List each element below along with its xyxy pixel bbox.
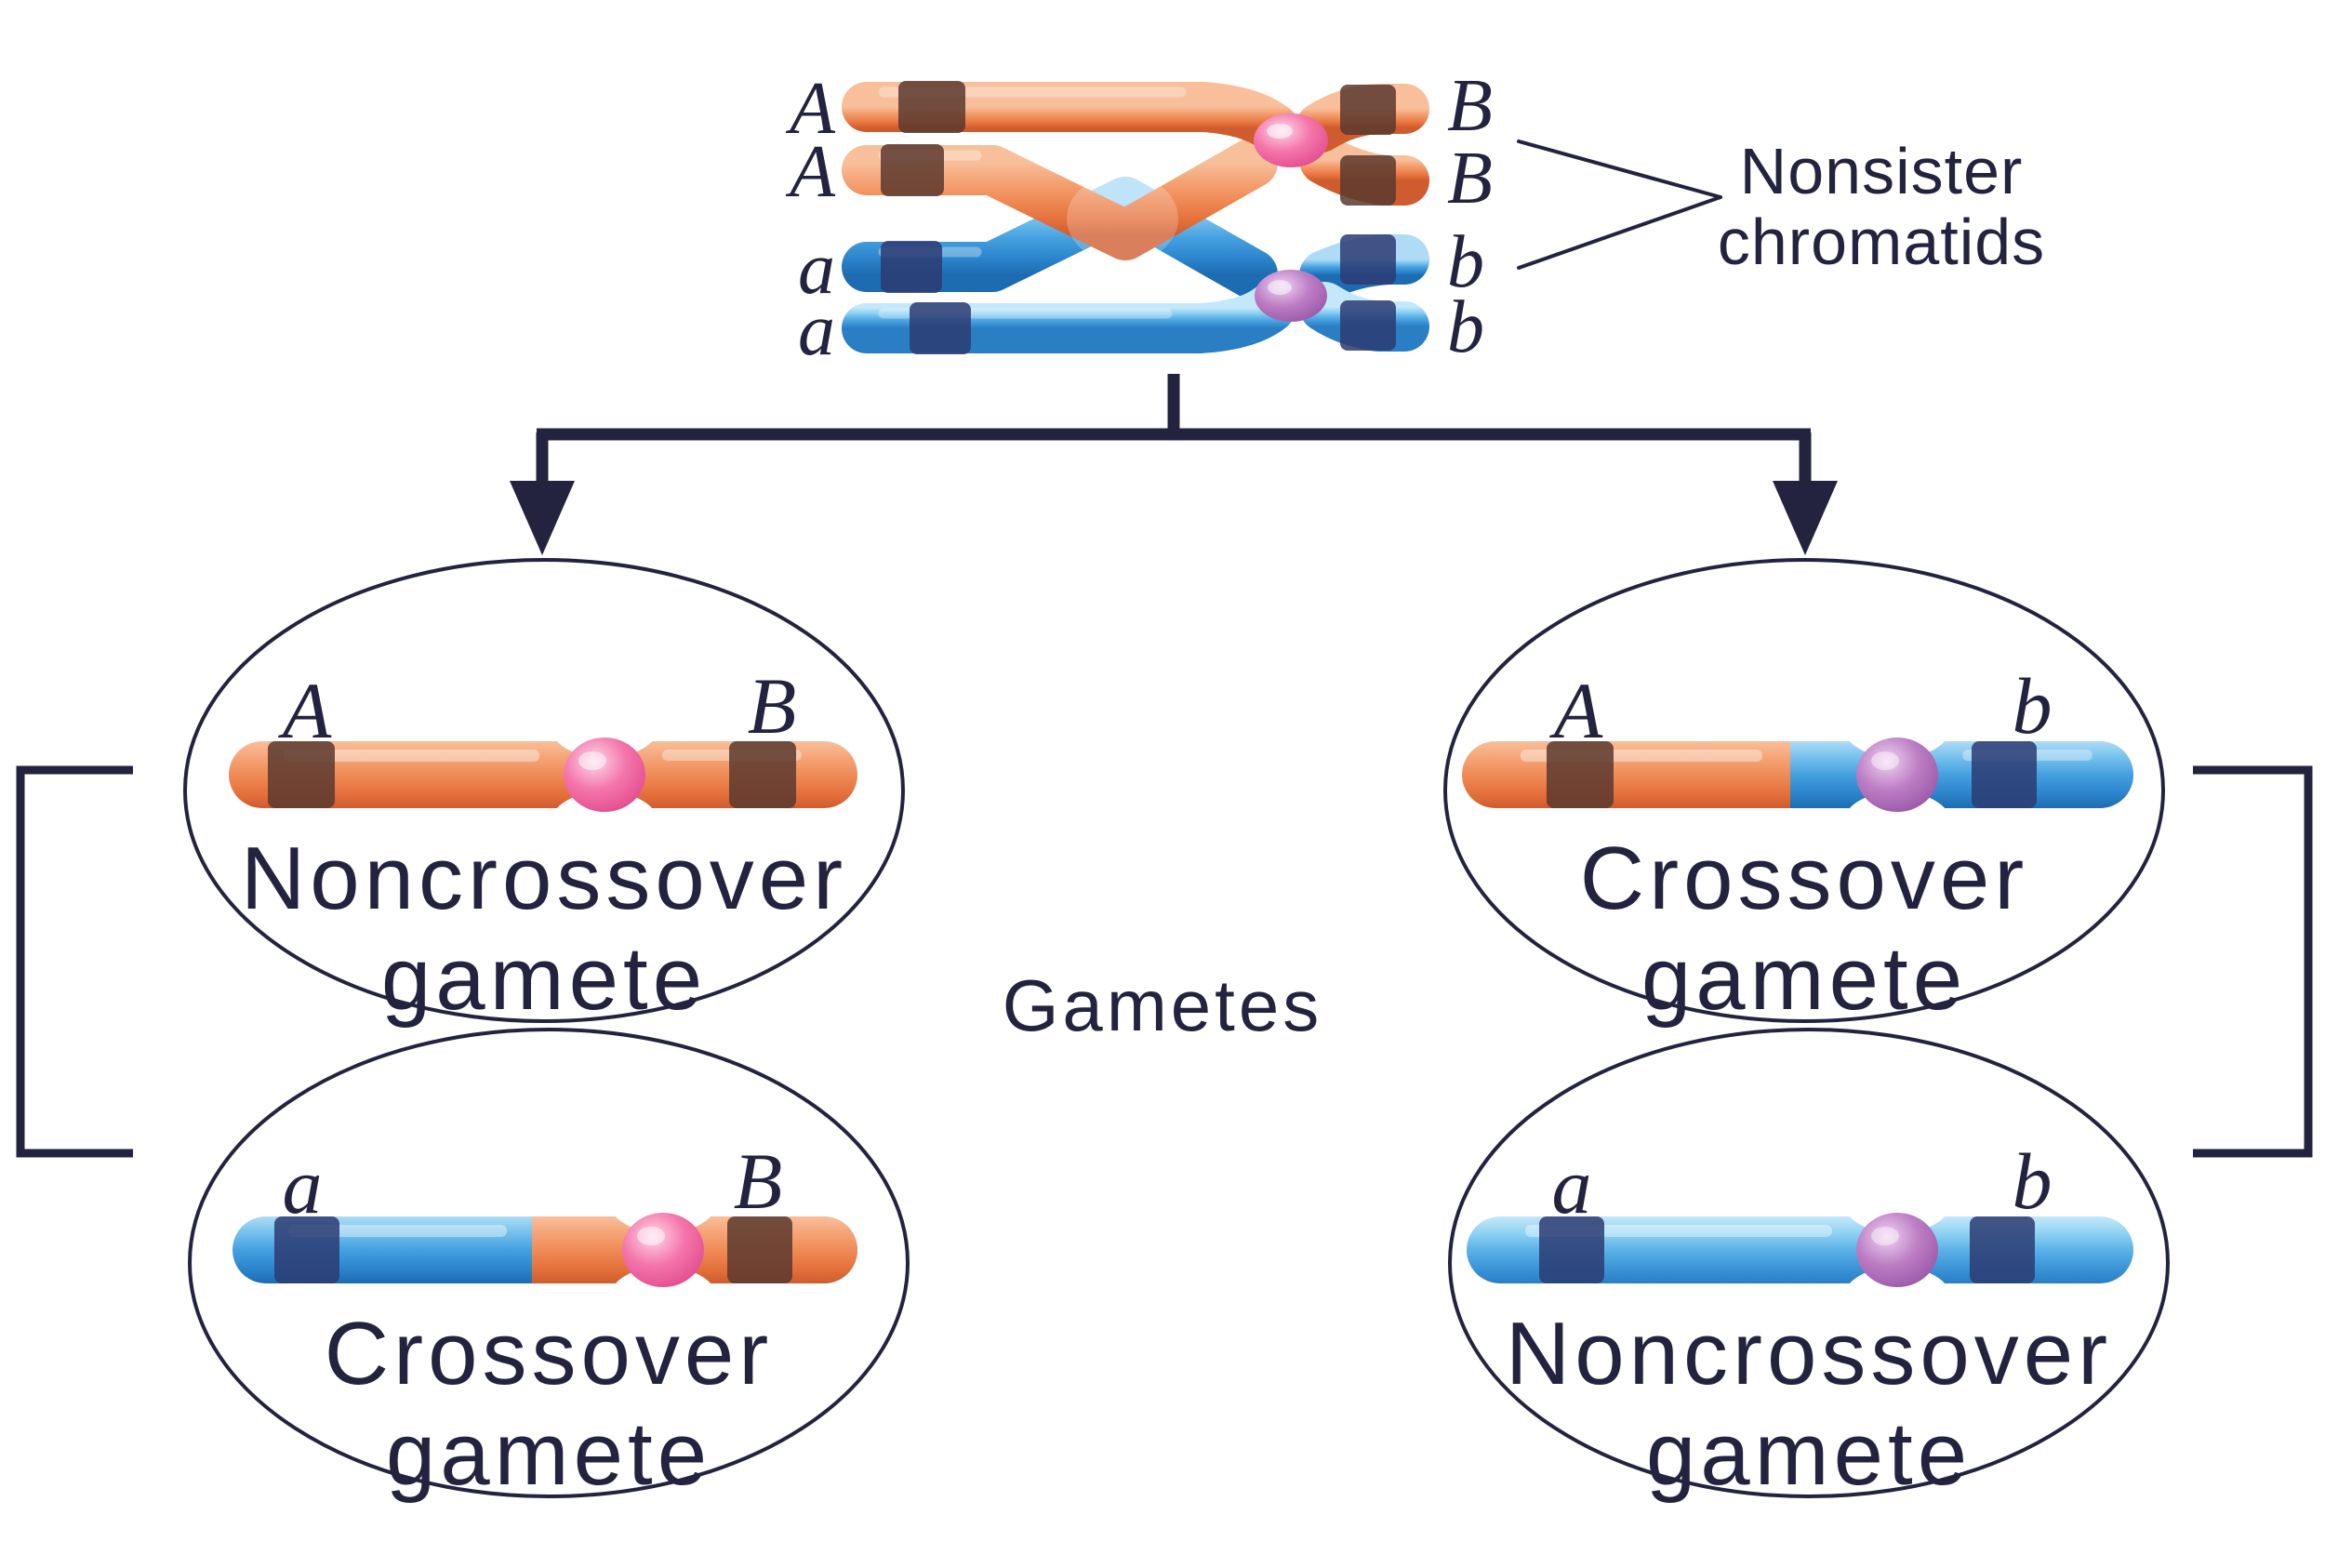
- allele-label: a: [283, 1141, 323, 1230]
- centromere-pink: [564, 737, 645, 812]
- highlight: [1267, 124, 1293, 139]
- gamete-top-left: A B Noncrossover gamete: [229, 661, 857, 1029]
- highlight: [1871, 1227, 1899, 1245]
- band-B-locus: [1340, 85, 1396, 135]
- band-b-locus: [1340, 300, 1396, 351]
- allele-label: A: [785, 68, 836, 150]
- highlight: [578, 751, 606, 770]
- band-a-locus: [910, 302, 971, 354]
- pinch: [1843, 695, 1951, 758]
- gamete-type-label: gamete: [1646, 1404, 1972, 1504]
- gamete-type-label: Noncrossover: [1506, 1304, 2112, 1403]
- centromere-purple: [1255, 270, 1327, 322]
- highlight: [1871, 751, 1899, 770]
- gamete-bottom-left: a B Crossover gamete: [232, 1136, 857, 1504]
- nonsister-label-line1: Nonsister: [1740, 135, 2024, 207]
- allele-label: b: [1447, 286, 1484, 368]
- gamete-bottom-right: a b Noncrossover gamete: [1467, 1136, 2133, 1504]
- allele-label: a: [1552, 1141, 1592, 1230]
- allele-label: a: [798, 289, 835, 371]
- tetrad: A A a a B B b b: [785, 65, 1493, 371]
- band-b-locus: [1972, 741, 2037, 808]
- pinch: [1843, 1267, 1951, 1330]
- gamete-type-label: Noncrossover: [241, 829, 847, 928]
- gamete-type-label: Crossover: [1580, 829, 2028, 928]
- arrowhead-left: [510, 481, 575, 555]
- band-b-locus: [1340, 234, 1396, 285]
- right-bracket: [2193, 765, 2313, 1158]
- gamete-type-label: gamete: [386, 1404, 711, 1504]
- nonsister-label-line2: chromatids: [1718, 206, 2045, 278]
- chromosome-blue: [1467, 1216, 2133, 1283]
- allele-label: b: [2013, 661, 2053, 751]
- band-A-locus: [898, 81, 965, 133]
- callout-line-upper: [1517, 140, 1722, 199]
- band-a-locus: [274, 1216, 339, 1283]
- pinch: [1843, 791, 1951, 855]
- pinch: [551, 791, 658, 855]
- highlight: [284, 750, 539, 762]
- allele-label: A: [278, 666, 332, 755]
- allele-label: b: [1447, 221, 1484, 303]
- allele-label: A: [1549, 666, 1603, 755]
- allele-label: B: [734, 1136, 783, 1226]
- centromere-purple: [1856, 737, 1938, 812]
- band-A-locus: [268, 741, 335, 808]
- gamete-type-label: Crossover: [325, 1304, 773, 1403]
- allele-label: B: [1447, 65, 1493, 147]
- nonsister-callout: Nonsister chromatids: [1517, 135, 2045, 278]
- highlight: [637, 1227, 665, 1245]
- allele-label: a: [798, 228, 835, 310]
- allele-label: A: [785, 131, 836, 213]
- centromere-purple: [1856, 1213, 1938, 1287]
- band-B-locus: [1340, 155, 1396, 206]
- left-bracket: [16, 765, 133, 1158]
- highlight: [1268, 280, 1292, 295]
- band-A-locus: [881, 144, 944, 196]
- chiasma-glow: [1067, 174, 1178, 263]
- band-b-locus: [1970, 1216, 2035, 1283]
- chromosome-orange: [229, 741, 857, 808]
- gametes-label: Gametes: [1003, 964, 1322, 1046]
- callout-line-lower: [1517, 195, 1722, 270]
- pinch: [551, 695, 658, 758]
- pinch: [609, 1267, 717, 1330]
- band-B-locus: [727, 1216, 792, 1283]
- gamete-top-right: A b Crossover gamete: [1462, 661, 2133, 1029]
- band-A-locus: [1547, 741, 1614, 808]
- pinch: [1843, 1170, 1951, 1233]
- gamete-type-label: gamete: [1641, 929, 1967, 1029]
- band-a-locus: [1539, 1216, 1604, 1283]
- pinch: [609, 1170, 717, 1233]
- branch-arrows: [536, 374, 1812, 486]
- gamete-type-label: gamete: [381, 929, 707, 1029]
- allele-label: B: [1447, 138, 1493, 219]
- allele-label: b: [2013, 1136, 2053, 1226]
- band-B-locus: [729, 741, 796, 808]
- highlight: [288, 1225, 507, 1237]
- allele-label: B: [748, 661, 797, 751]
- band-a-locus: [881, 241, 942, 293]
- centromere-pink: [622, 1213, 704, 1287]
- centromere-pink: [1254, 113, 1328, 167]
- arrowhead-right: [1773, 481, 1838, 555]
